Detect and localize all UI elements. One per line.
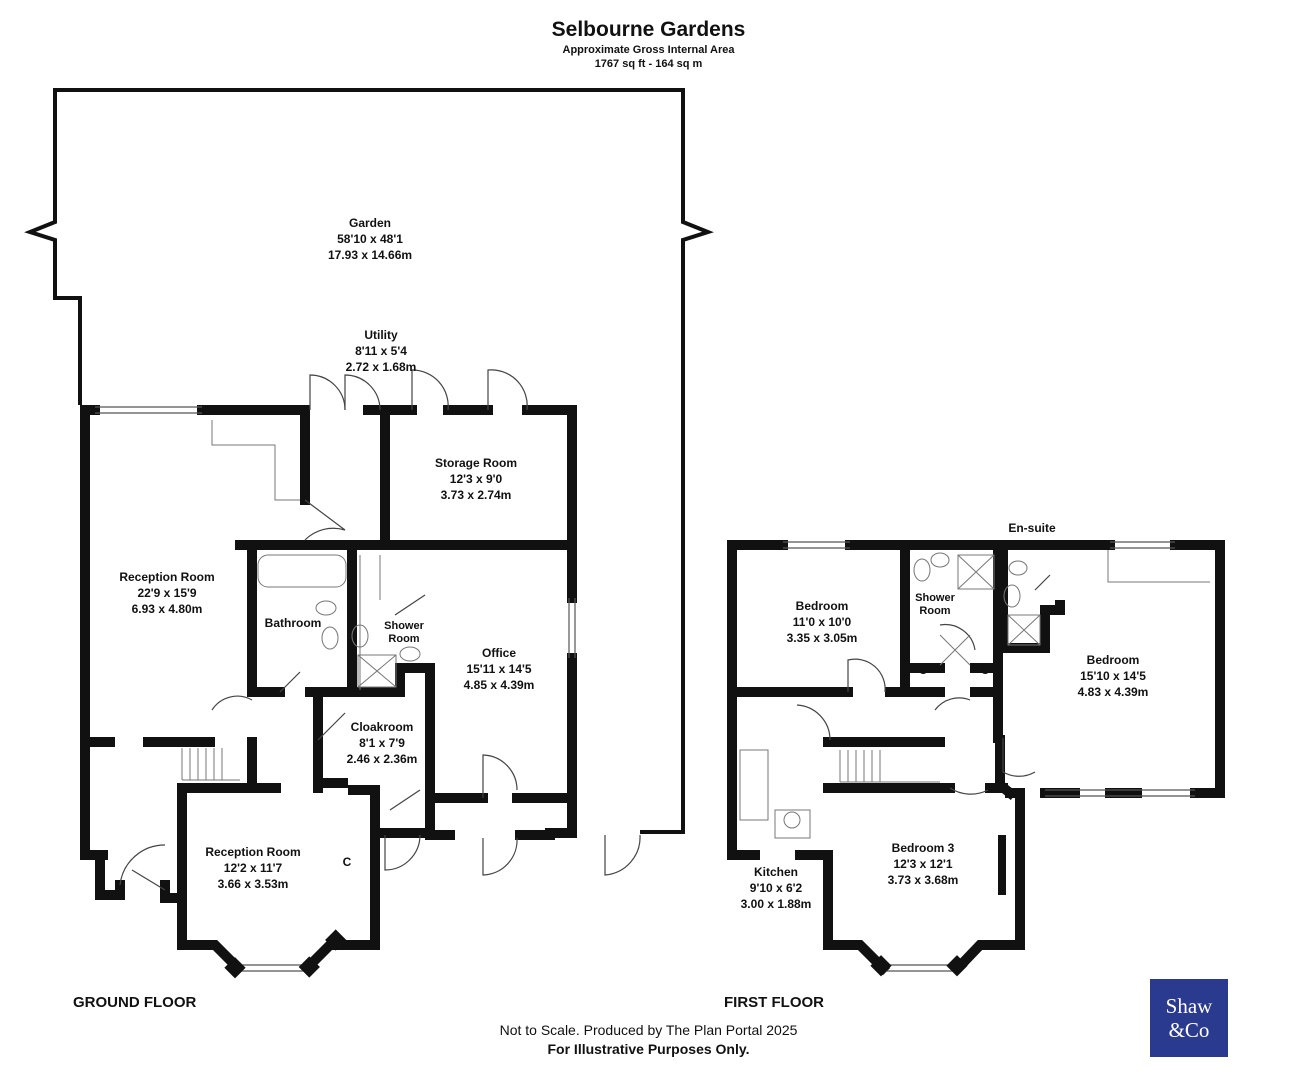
area-value: 1767 sq ft - 164 sq m <box>594 58 703 70</box>
room-label-garden: Garden 58'10 x 48'1 17.93 x 14.66m <box>327 216 413 262</box>
room-label-bathroom: Bathroom <box>264 616 322 630</box>
room-label-bedroom3: Bedroom 3 12'3 x 12'1 3.73 x 3.68m <box>887 841 959 887</box>
ground-floor-walls <box>80 405 577 976</box>
area-label: Approximate Gross Internal Area <box>562 44 735 56</box>
footer-illustrative: For Illustrative Purposes Only. <box>547 1041 750 1057</box>
cupboard-mark-first-left: C <box>918 663 928 677</box>
cupboard-mark-ground: C <box>342 855 352 869</box>
room-label-shower-first: Shower Room <box>915 592 955 617</box>
room-label-office: Office 15'11 x 14'5 4.85 x 4.39m <box>463 646 535 692</box>
plan-title: Selbourne Gardens <box>551 18 746 41</box>
room-label-bedroom-left: Bedroom 11'0 x 10'0 3.35 x 3.05m <box>786 599 858 645</box>
footer-disclaimer: Not to Scale. Produced by The Plan Porta… <box>499 1022 798 1038</box>
ground-floor-label: GROUND FLOOR <box>73 994 197 1011</box>
garden-boundary <box>24 88 714 834</box>
room-label-bedroom-right: Bedroom 15'10 x 14'5 4.83 x 4.39m <box>1077 653 1149 699</box>
logo-line2: &Co <box>1168 1018 1210 1042</box>
room-label-reception-front: Reception Room 12'2 x 11'7 3.66 x 3.53m <box>205 845 301 891</box>
room-label-reception-main: Reception Room 22'9 x 15'9 6.93 x 4.80m <box>119 570 215 616</box>
cupboard-mark-first-right: C <box>980 663 990 677</box>
logo-line1: Shaw <box>1165 994 1213 1018</box>
plan-header: Selbourne Gardens Approximate Gross Inte… <box>0 18 1297 70</box>
first-floor-walls <box>727 540 1225 976</box>
room-label-kitchen: Kitchen 9'10 x 6'2 3.00 x 1.88m <box>740 865 812 911</box>
room-label-utility: Utility 8'11 x 5'4 2.72 x 1.68m <box>345 328 417 374</box>
room-label-cloakroom: Cloakroom 8'1 x 7'9 2.46 x 2.36m <box>346 720 418 766</box>
room-label-ensuite: En-suite <box>1008 521 1056 535</box>
shaw-co-logo: Shaw &Co <box>1150 979 1228 1057</box>
first-floor-label: FIRST FLOOR <box>724 994 824 1011</box>
room-label-storage: Storage Room 12'3 x 9'0 3.73 x 2.74m <box>434 456 518 502</box>
room-label-shower-ground: Shower Room <box>384 620 424 645</box>
plan-footer: Not to Scale. Produced by The Plan Porta… <box>0 1021 1297 1059</box>
